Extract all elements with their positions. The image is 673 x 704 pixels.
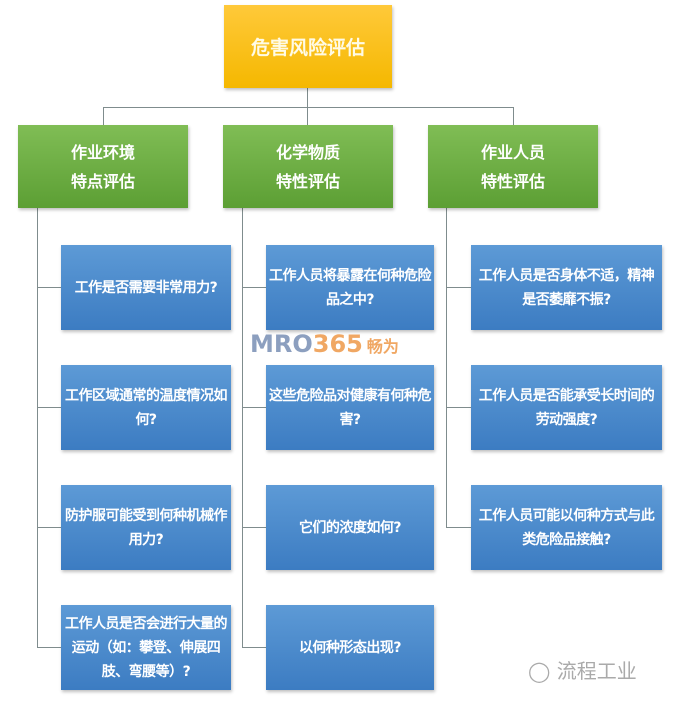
connector [446, 287, 471, 288]
question-node: 防护服可能受到何种机械作用力? [61, 485, 231, 570]
root-node: 危害风险评估 [224, 5, 392, 88]
question-node: 它们的浓度如何? [266, 485, 434, 570]
connector [37, 208, 38, 648]
connector [513, 107, 514, 125]
question-node: 以何种形态出现? [266, 605, 434, 690]
connector [446, 407, 471, 408]
question-node: 工作是否需要非常用力? [61, 245, 231, 330]
connector [242, 287, 266, 288]
question-node: 工作区域通常的温度情况如何? [61, 365, 231, 450]
connector [37, 527, 61, 528]
logo-text: 流程工业 [556, 659, 637, 683]
source-logo: ◯ 流程工业 [528, 655, 637, 684]
connector [37, 407, 61, 408]
question-node: 工作人员是否能承受长时间的劳动强度? [471, 365, 662, 450]
question-node: 这些危险品对健康有何种危害? [266, 365, 434, 450]
question-node: 工作人员可能以何种方式与此类危险品接触? [471, 485, 662, 570]
category-workers: 作业人员 特性评估 [428, 125, 598, 208]
connector [37, 287, 61, 288]
question-node: 工作人员是否身体不适，精神是否萎靡不振? [471, 245, 662, 330]
connector [242, 647, 266, 648]
connector [37, 647, 61, 648]
connector [242, 208, 243, 648]
category-chemical-properties: 化学物质 特性评估 [223, 125, 393, 208]
watermark-cn: 畅为 [366, 337, 399, 356]
connector [242, 407, 266, 408]
connector [242, 527, 266, 528]
watermark-365: 365 [312, 330, 363, 358]
connector [446, 527, 471, 528]
category-work-environment: 作业环境 特点评估 [18, 125, 188, 208]
wechat-icon: ◯ [528, 659, 551, 683]
connector [446, 208, 447, 528]
connector [103, 107, 104, 125]
question-node: 工作人员将暴露在何种危险品之中? [266, 245, 434, 330]
connector [307, 88, 308, 125]
connector [103, 107, 513, 108]
watermark-mro: MRO [250, 330, 313, 358]
question-node: 工作人员是否会进行大量的运动（如：攀登、伸展四肢、弯腰等）? [61, 605, 231, 690]
